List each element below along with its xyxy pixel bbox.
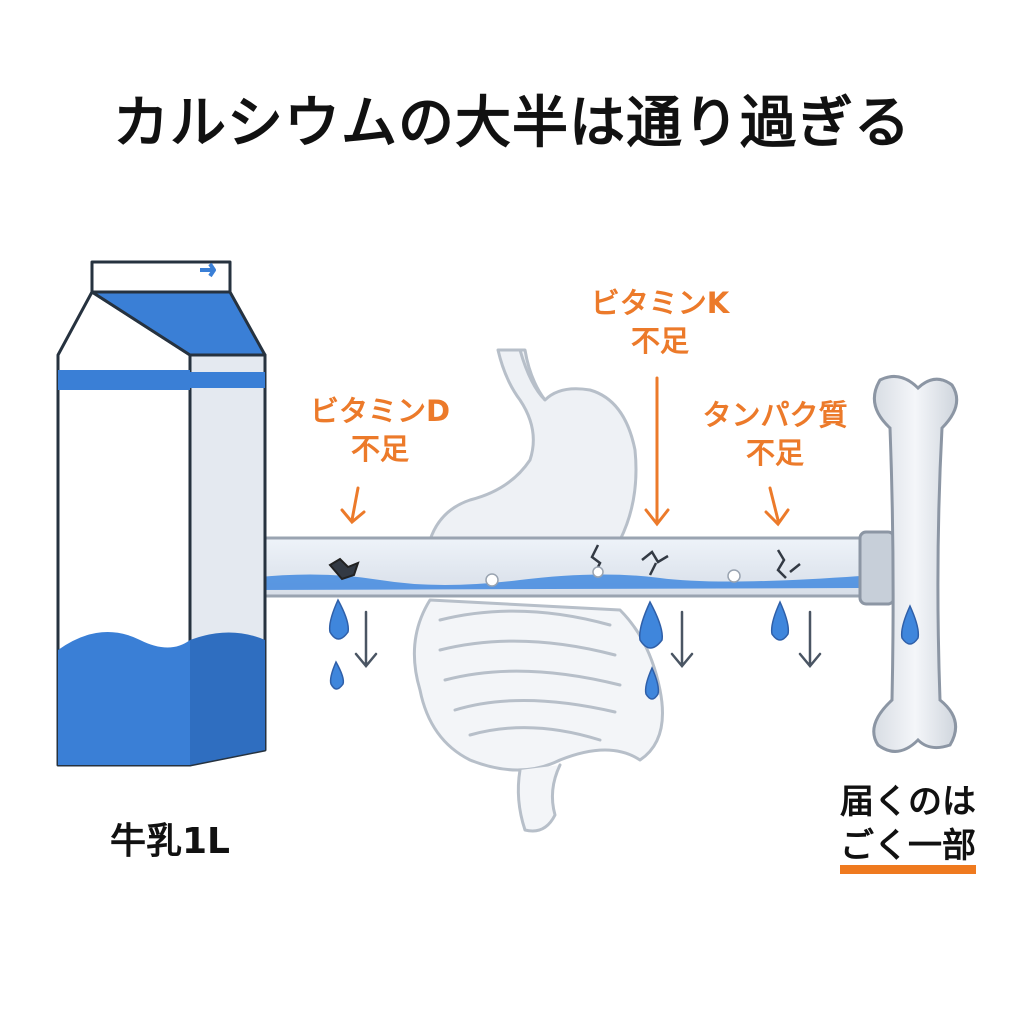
intestine-icon bbox=[412, 598, 664, 833]
arrow-down-icon bbox=[340, 376, 790, 527]
milk-label: 牛乳1L bbox=[110, 821, 230, 862]
vitamin-d-name: ビタミンD bbox=[309, 394, 451, 428]
bone-label-highlight: ごく一部 bbox=[840, 827, 976, 874]
vitamin-k-label: ビタミンK 不足 bbox=[560, 284, 760, 360]
vitamin-d-status: 不足 bbox=[350, 432, 409, 466]
arrow-down-icon bbox=[354, 610, 822, 668]
bone-icon bbox=[872, 374, 959, 753]
protein-label: タンパク質 不足 bbox=[680, 396, 870, 472]
protein-name: タンパク質 bbox=[702, 398, 848, 432]
vitamin-d-label: ビタミンD 不足 bbox=[285, 392, 475, 468]
vitamin-k-status: 不足 bbox=[630, 324, 689, 358]
bone-label: 届くのは ごく一部 bbox=[818, 780, 998, 874]
page-title: カルシウムの大半は通り過ぎる bbox=[113, 91, 911, 156]
protein-status: 不足 bbox=[745, 436, 804, 470]
drop-icon bbox=[328, 598, 920, 700]
bone-label-line1: 届くのは bbox=[840, 782, 976, 822]
vitamin-k-name: ビタミンK bbox=[590, 286, 730, 320]
milk-carton-icon bbox=[56, 260, 267, 767]
pipe-icon bbox=[226, 530, 896, 606]
